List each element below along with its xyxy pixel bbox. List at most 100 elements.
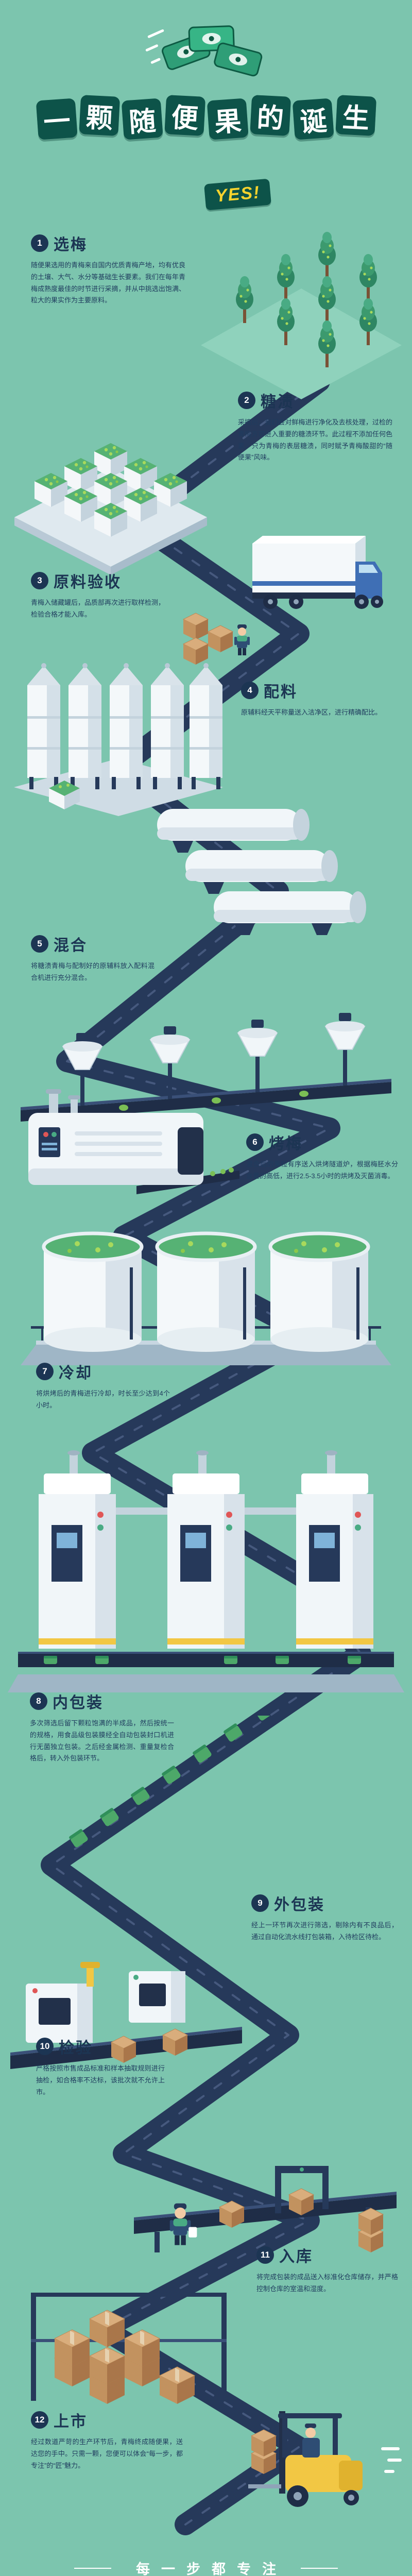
step-description: 随便果选用的青梅来自国内优质青梅产地，均有优良的土壤、大气、水分等基础生长要素。…	[31, 261, 185, 304]
packaging-machines-illustration	[8, 1432, 404, 1710]
cooling-tank	[42, 1231, 144, 1352]
carton-machine	[129, 1971, 185, 2023]
title-char-tile: 诞	[292, 98, 334, 140]
warehouse-illustration	[15, 2262, 247, 2411]
step-title: 糖渍	[261, 394, 295, 411]
cooling-tanks-illustration	[21, 1206, 391, 1381]
machine-unit	[296, 1450, 373, 1649]
pipe	[157, 809, 310, 853]
step-number-badge: 6	[246, 1133, 264, 1151]
step-title: 原料验收	[54, 574, 122, 591]
step-1-block: 1 选梅 随便果选用的青梅来自国内优质青梅产地，均有优良的土壤、大气、水分等基础…	[31, 232, 185, 307]
carton-box	[110, 2036, 137, 2063]
mixing-hopper	[237, 1020, 278, 1092]
step-title: 上市	[54, 2413, 88, 2430]
step-description: 将完成包装的成品送入标准化仓库储存，并严格控制仓库的室温和湿度。	[256, 2273, 398, 2293]
step-12-block: 12 上市 经过数道严苛的生产环节后，青梅终成随便果，送达您的手中。只需一颗，您…	[31, 2409, 183, 2471]
step-description: 青梅入储藏罐后，品质部再次进行取样检测，检验合格才能入库。	[31, 599, 165, 618]
pipes-illustration	[136, 801, 368, 945]
step-number-badge: 3	[31, 572, 48, 589]
speed-lines-icon	[145, 29, 164, 64]
step-number-badge: 1	[31, 234, 48, 252]
step-title: 内包装	[53, 1694, 104, 1711]
step-7-block: 7 冷却 将烘烤后的青梅进行冷却，时长至少达到4个小时。	[36, 1360, 170, 1412]
step-title: 混合	[54, 937, 88, 954]
step-2-block: 2 糖渍 采摘后，我们会对鲜梅进行净化及去核处理，过检的青梅方可进入重要的糖渍环…	[238, 389, 392, 464]
carton-packing-machines-illustration	[5, 1937, 247, 2092]
step-title: 烤梅	[269, 1136, 303, 1153]
step-6-block: 6 烤梅 混合后的果粒有序送入烘烤隧道炉，根据梅胚水分含量的高低，进行2.5-3…	[246, 1131, 398, 1182]
step-description: 严格按照市售成品标准和样本抽取规则进行抽检，如合格率不达标，该批次就不允许上市。	[36, 2064, 165, 2096]
machine-unit	[167, 1450, 296, 1649]
packet-on-belt	[224, 1656, 237, 1664]
sachet-icon	[214, 42, 263, 77]
step-number-badge: 11	[256, 2246, 274, 2264]
pipe	[185, 850, 338, 894]
inspector-figure	[169, 2203, 197, 2245]
title-char-tile: 果	[207, 98, 249, 140]
scanner-arch	[275, 2166, 329, 2213]
step-title: 选梅	[54, 236, 88, 253]
title-char-tile: 随	[121, 98, 163, 140]
mixing-hopper	[149, 1026, 191, 1099]
step-description: 多次筛选后留下颗粒饱满的半成品，然后按统一的规格，用食品级包装膜经全自动包装封口…	[30, 1719, 174, 1762]
step-title: 检验	[59, 2040, 93, 2057]
packet-on-belt	[95, 1656, 109, 1664]
inspection-illustration	[124, 2123, 407, 2262]
mixing-hopper	[324, 1013, 366, 1086]
step-number-badge: 12	[31, 2411, 48, 2429]
step-title: 外包装	[274, 1896, 325, 1913]
step-description: 将糖渍青梅与配制好的原辅料放入配料混合机进行充分混合。	[31, 962, 154, 981]
waiting-boxes	[357, 2208, 384, 2235]
flying-sachets-icon	[144, 15, 268, 98]
cooling-tank	[268, 1231, 370, 1352]
slogan-text: 每一步都专注	[136, 2562, 287, 2576]
slogan-left-bar	[74, 2567, 111, 2569]
title-char-tile: 便	[164, 95, 205, 136]
packet-on-belt	[348, 1656, 361, 1664]
step-description: 经过数道严苛的生产环节后，青梅终成随便果，送达您的手中。只需一颗，您便可以体会“…	[31, 2438, 183, 2469]
step-description: 将烘烤后的青梅进行冷却，时长至少达到4个小时。	[36, 1389, 170, 1409]
silos-illustration	[8, 639, 229, 819]
silo-row	[27, 663, 222, 789]
step-8-block: 8 内包装 多次筛选后留下颗粒饱满的半成品，然后按统一的规格，用食品级包装膜经全…	[30, 1690, 174, 1765]
machine-unit	[39, 1450, 167, 1649]
title-char-tile: 颗	[78, 95, 120, 136]
box-on-belt	[218, 2200, 245, 2228]
title-char-tile: 的	[249, 95, 291, 136]
step-description: 原辅料经天平称量送入洁净区，进行精确配比。	[241, 708, 382, 716]
worker-figure	[234, 624, 250, 655]
step-number-badge: 7	[36, 1363, 54, 1380]
baking-tunnel-oven-illustration	[8, 1066, 239, 1216]
title-char-tile: 生	[335, 95, 376, 136]
forklift-illustration	[237, 2370, 407, 2524]
page-title: 一颗随便果的诞生	[0, 95, 412, 140]
step-4-block: 4 配料 原辅料经天平称量送入洁净区，进行精确配比。	[241, 679, 396, 719]
step-5-block: 5 混合 将糖渍青梅与配制好的原辅料放入配料混合机进行充分混合。	[31, 933, 154, 984]
step-number-badge: 8	[30, 1692, 47, 1710]
step-description: 采摘后，我们会对鲜梅进行净化及去核处理，过检的青梅方可进入重要的糖渍环节。此过程…	[238, 418, 392, 462]
packet-on-belt	[44, 1656, 57, 1664]
box-truck	[252, 536, 383, 609]
slogan-right-bar	[301, 2567, 338, 2569]
step-3-block: 3 原料验收 青梅入储藏罐后，品质部再次进行取样检测，检验合格才能入库。	[31, 569, 165, 621]
sugar-curing-vats-illustration	[10, 407, 211, 577]
orchard-illustration	[198, 216, 404, 402]
step-number-badge: 10	[36, 2038, 54, 2055]
footer-slogan: 每一步都专注	[0, 2558, 412, 2576]
driver-figure	[302, 2424, 320, 2458]
weighing-vat	[49, 781, 80, 809]
step-title: 入库	[279, 2248, 313, 2265]
step-9-block: 9 外包装 经上一环节再次进行筛选，剔除内有不良品后，通过自动化流水线打包装箱，…	[251, 1892, 398, 1943]
step-number-badge: 4	[241, 682, 259, 699]
truck-illustration	[165, 489, 402, 680]
step-description: 混合后的果粒有序送入烘烤隧道炉，根据梅胚水分含量的高低，进行2.5-3.5小时的…	[246, 1160, 398, 1180]
step-number-badge: 5	[31, 935, 48, 953]
mixing-line-illustration	[5, 1005, 407, 1144]
step-number-badge: 2	[238, 392, 255, 409]
carried-boxes	[250, 2429, 277, 2474]
step-title: 配料	[264, 684, 298, 701]
forklift-body	[278, 2413, 363, 2507]
step-11-block: 11 入库 将完成包装的成品送入标准化仓库储存，并严格控制仓库的室温和湿度。	[256, 2244, 398, 2295]
